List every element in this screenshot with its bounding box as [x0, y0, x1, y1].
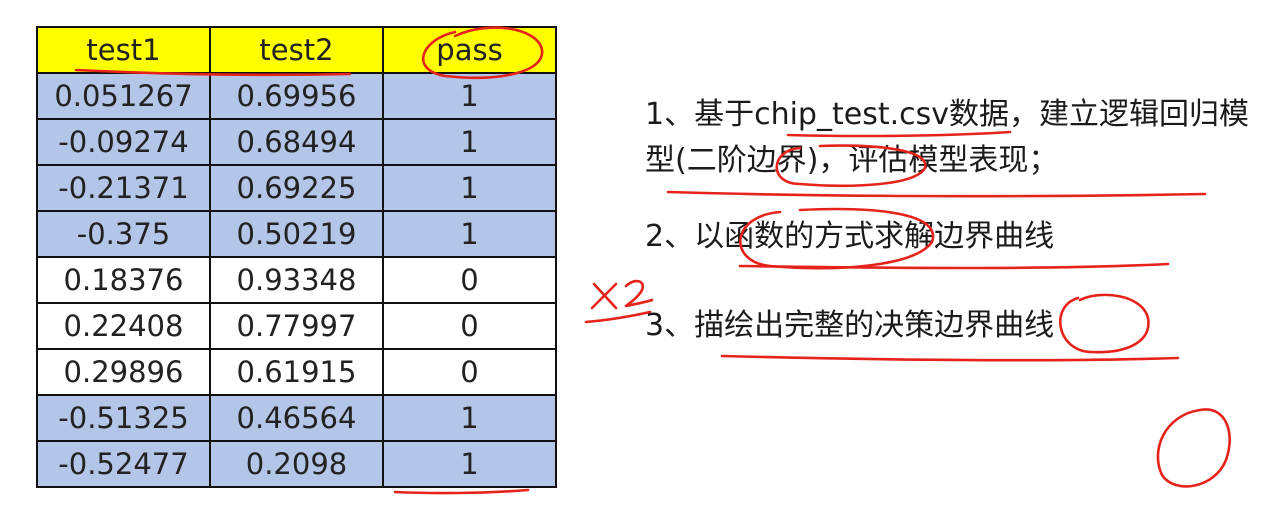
table-row: -0.375 0.50219 1 [36, 210, 557, 258]
cell-test2: 0.77997 [209, 302, 384, 350]
table-row: -0.51325 0.46564 1 [36, 394, 557, 442]
instruction-item-1: 1、基于chip_test.csv数据，建立逻辑回归模型(二阶边界)，评估模型表… [645, 97, 1249, 178]
cell-test2: 0.50219 [209, 210, 384, 258]
table-bottom-underline-ink [393, 488, 530, 495]
cell-pass: 1 [382, 72, 557, 120]
cell-pass: 0 [382, 348, 557, 396]
x2-note-ink [590, 279, 654, 310]
cell-pass: 0 [382, 302, 557, 350]
table-row: -0.21371 0.69225 1 [36, 164, 557, 212]
cell-test2: 0.61915 [209, 348, 384, 396]
table-row: 0.22408 0.77997 0 [36, 302, 557, 350]
item2-underline-ink [738, 262, 1170, 270]
cell-test1: 0.22408 [36, 302, 211, 350]
cell-test1: 0.29896 [36, 348, 211, 396]
data-table: test1 test2 pass 0.051267 0.69956 1 -0.0… [36, 26, 557, 488]
table-row: 0.18376 0.93348 0 [36, 256, 557, 304]
header-test2: test2 [209, 26, 384, 74]
x2-arrow-ink [584, 310, 652, 324]
item1-line2-underline-ink [666, 190, 1207, 198]
cell-pass: 1 [382, 210, 557, 258]
cell-test2: 0.2098 [209, 440, 384, 488]
cell-test2: 0.69225 [209, 164, 384, 212]
cell-pass: 1 [382, 164, 557, 212]
instruction-item-2: 2、以函数的方式求解边界曲线 [645, 219, 1055, 254]
cell-test2: 0.46564 [209, 394, 384, 442]
item3-underline-ink [720, 354, 1180, 362]
cell-test2: 0.69956 [209, 72, 384, 120]
table-row: -0.09274 0.68494 1 [36, 118, 557, 166]
table-row: 0.051267 0.69956 1 [36, 72, 557, 120]
cell-test2: 0.68494 [209, 118, 384, 166]
cell-pass: 0 [382, 256, 557, 304]
table-header-row: test1 test2 pass [36, 26, 557, 74]
stray-circle-ink [1156, 408, 1231, 488]
header-test1: test1 [36, 26, 211, 74]
instructions-list: 1、基于chip_test.csv数据，建立逻辑回归模型(二阶边界)，评估模型表… [645, 92, 1275, 343]
cell-pass: 1 [382, 440, 557, 488]
cell-test1: 0.051267 [36, 72, 211, 120]
cell-pass: 1 [382, 118, 557, 166]
cell-test1: -0.21371 [36, 164, 211, 212]
cell-pass: 1 [382, 394, 557, 442]
curve-circle-ink [1059, 293, 1150, 354]
cell-test1: -0.375 [36, 210, 211, 258]
table-row: 0.29896 0.61915 0 [36, 348, 557, 396]
table-row: -0.52477 0.2098 1 [36, 440, 557, 488]
cell-test1: 0.18376 [36, 256, 211, 304]
cell-test1: -0.09274 [36, 118, 211, 166]
cell-test2: 0.93348 [209, 256, 384, 304]
header-pass: pass [382, 26, 557, 74]
instruction-item-3: 3、描绘出完整的决策边界曲线 [645, 308, 1055, 343]
cell-test1: -0.51325 [36, 394, 211, 442]
cell-test1: -0.52477 [36, 440, 211, 488]
